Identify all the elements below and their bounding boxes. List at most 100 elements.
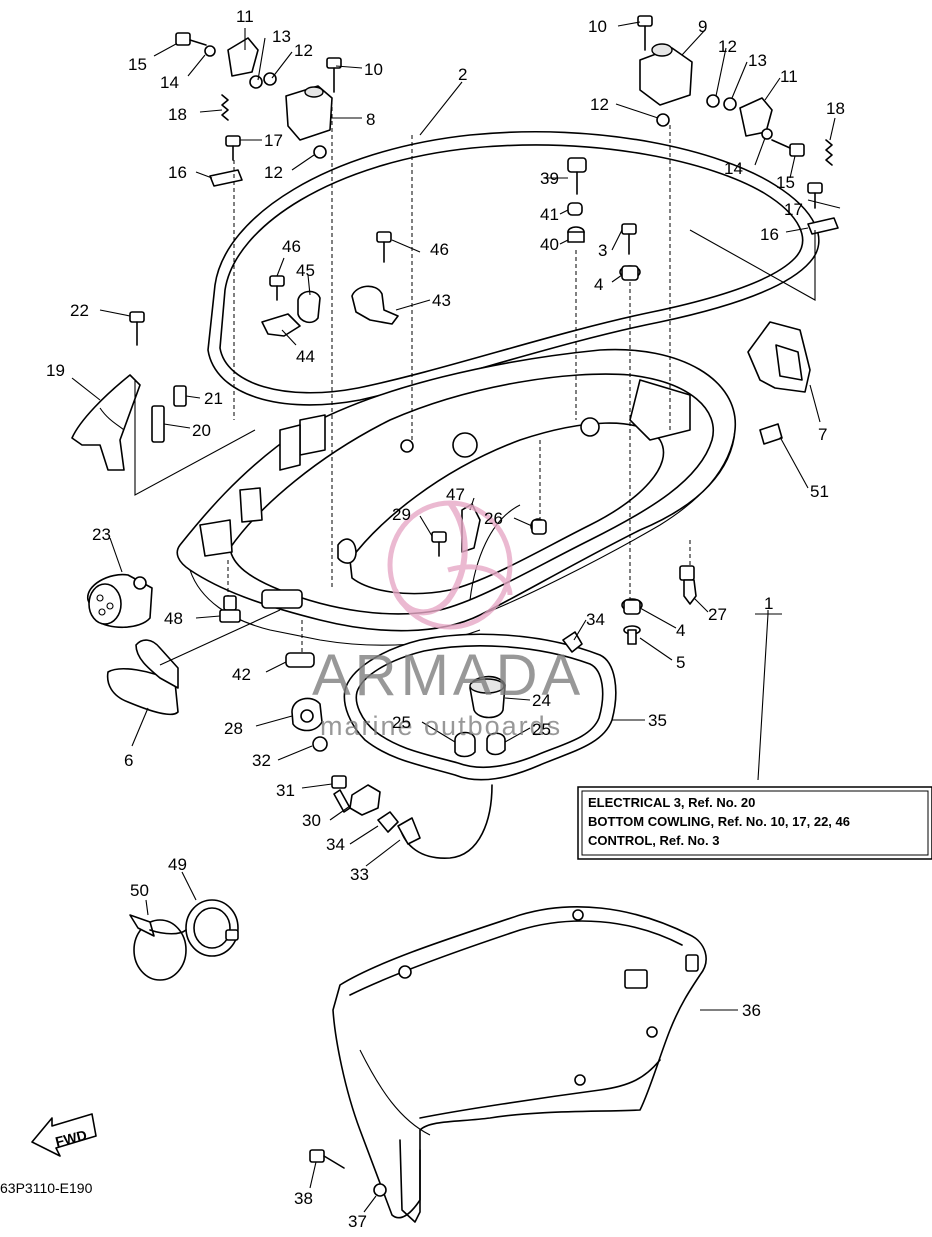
callout-10b: 10: [588, 17, 607, 36]
pad-part-20: [151, 405, 165, 443]
callout-7: 7: [818, 425, 827, 444]
screw-part-46b: [376, 231, 392, 263]
callout-38: 38: [294, 1189, 313, 1208]
callout-12a: 12: [294, 41, 313, 60]
callout-30: 30: [302, 811, 321, 830]
callout-11b: 11: [780, 67, 798, 86]
callout-14a: 14: [160, 73, 179, 92]
callout-42: 42: [232, 665, 251, 684]
lower-apron-part-36: [332, 906, 707, 1223]
screw-part-10b: [637, 15, 653, 51]
pad-part-42: [285, 652, 315, 668]
watermark-logo-icon: [387, 500, 513, 630]
callout-24: 24: [532, 691, 551, 710]
clip-part-34b: [377, 811, 399, 833]
assembly-lines: [134, 100, 816, 666]
screw-part-22: [129, 311, 145, 346]
callout-51: 51: [810, 482, 829, 501]
clip-part-34a: [562, 631, 583, 653]
callout-labels: 11 13 15 14 12 10 18 8 17 12 16 2 10 9 1…: [46, 7, 845, 1231]
callout-47: 47: [446, 485, 465, 504]
callout-12b: 12: [264, 163, 283, 182]
clamp-part-45: [297, 290, 321, 324]
washer-part-13b: [723, 97, 737, 111]
grommet-part-23: [87, 573, 153, 629]
callout-41: 41: [540, 205, 559, 224]
callout-33: 33: [350, 865, 369, 884]
collar-part-26: [531, 519, 547, 535]
callout-4a: 4: [594, 275, 603, 294]
callout-2: 2: [458, 65, 467, 84]
callout-25b: 25: [532, 720, 551, 739]
callout-17b: 17: [784, 200, 803, 219]
washer-part-14a: [204, 45, 216, 57]
callout-43: 43: [432, 291, 451, 310]
bracket-part-19: [71, 374, 141, 471]
plate-part-16a: [209, 169, 243, 187]
callout-40: 40: [540, 235, 559, 254]
spring-part-18a: [221, 94, 229, 121]
callout-3: 3: [598, 241, 607, 260]
washer-part-12b: [313, 145, 327, 159]
screw-part-3: [621, 223, 637, 255]
callout-17a: 17: [264, 131, 283, 150]
nut-part-30: [349, 784, 381, 816]
screw-part-17b: [807, 182, 823, 209]
bolt-part-15a: [175, 32, 207, 46]
watermark-brand: ARMADA: [312, 643, 584, 708]
callout-34a: 34: [586, 610, 605, 629]
callout-8: 8: [366, 110, 375, 129]
screw-part-38: [309, 1149, 345, 1169]
latch-part-11a: [227, 37, 259, 77]
callout-15b: 15: [776, 173, 795, 192]
screw-part-29: [431, 531, 447, 557]
screw-part-39: [567, 157, 587, 195]
callout-44: 44: [296, 347, 315, 366]
collar-part-41: [567, 202, 583, 216]
callout-27: 27: [708, 605, 727, 624]
callout-4b: 4: [676, 621, 685, 640]
callout-39: 39: [540, 169, 559, 188]
bracket-part-9: [639, 43, 693, 106]
fwd-label: FWD: [54, 1127, 89, 1150]
callout-14b: 14: [724, 159, 743, 178]
bracket-part-8: [285, 85, 333, 141]
washer-part-12d: [656, 113, 670, 127]
spring-part-18b: [825, 139, 833, 166]
callout-16a: 16: [168, 163, 187, 182]
bolt-part-15b: [771, 139, 805, 157]
bolt-part-48: [219, 595, 241, 623]
bottom-cowling-body: [176, 348, 736, 646]
washer-part-37: [373, 1183, 387, 1197]
fitting-part-28: [291, 697, 323, 732]
callout-16b: 16: [760, 225, 779, 244]
callout-35: 35: [648, 711, 667, 730]
grommet-part-4a: [619, 265, 641, 281]
callout-19: 19: [46, 361, 65, 380]
grommet-part-40: [567, 226, 585, 243]
leader-lines: [71, 21, 841, 1213]
callout-46b: 46: [430, 240, 449, 259]
callout-18b: 18: [826, 99, 845, 118]
latch-part-11b: [739, 97, 773, 137]
label-part-51: [759, 423, 783, 445]
washer-part-12c: [706, 94, 720, 108]
watermark: ARMADA marine outboards: [312, 500, 584, 741]
reference-box: ELECTRICAL 3, Ref. No. 20 BOTTOM COWLING…: [577, 786, 932, 860]
watermark-tagline: marine outboards: [320, 711, 562, 741]
callout-25a: 25: [392, 713, 411, 732]
callout-23: 23: [92, 525, 111, 544]
reference-line-1: ELECTRICAL 3, Ref. No. 20: [588, 795, 755, 810]
clamps-part-25: [454, 731, 506, 758]
cover-part-6: [106, 639, 179, 716]
callout-29: 29: [392, 505, 411, 524]
callout-45: 45: [296, 261, 315, 280]
callout-50: 50: [130, 881, 149, 900]
callout-13a: 13: [272, 27, 291, 46]
callout-1: 1: [764, 594, 773, 613]
callout-11a: 11: [236, 7, 254, 26]
callout-15a: 15: [128, 55, 147, 74]
callout-5: 5: [676, 653, 685, 672]
callout-9: 9: [698, 17, 707, 36]
